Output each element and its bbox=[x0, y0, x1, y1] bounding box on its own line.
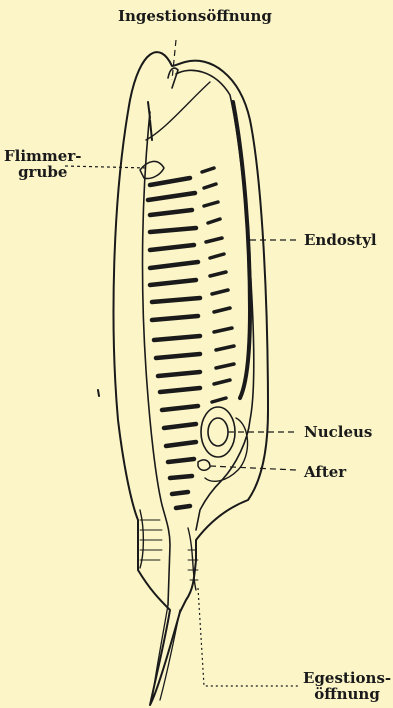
label-nucleus: Nucleus bbox=[304, 424, 372, 440]
gill-slit bbox=[164, 424, 196, 428]
gill-slit bbox=[206, 238, 222, 242]
flimmergrube-shape bbox=[140, 161, 164, 178]
gill-slit bbox=[202, 168, 214, 172]
gill-slit bbox=[216, 346, 234, 350]
label-egestion-line2: öffnung bbox=[303, 686, 391, 702]
gill-slit bbox=[172, 492, 188, 494]
label-ingestionsoeffnung: Ingestionsöffnung bbox=[118, 8, 272, 24]
label-flimmergrube: Flimmer- grube bbox=[4, 148, 81, 180]
gill-slit bbox=[152, 298, 200, 302]
gill-slit bbox=[162, 406, 198, 410]
gill-slit bbox=[204, 184, 216, 188]
gill-slit bbox=[212, 290, 228, 294]
gill-slit bbox=[156, 354, 200, 358]
gill-slit bbox=[150, 178, 190, 185]
egestion-leader bbox=[198, 588, 300, 686]
gill-slit bbox=[160, 388, 200, 392]
gill-slit bbox=[214, 380, 230, 384]
label-egestionsoeffnung: Egestions- öffnung bbox=[303, 670, 391, 702]
gill-slit bbox=[210, 272, 226, 276]
gill-slit bbox=[176, 506, 190, 508]
gill-slit bbox=[170, 476, 192, 478]
gill-slit bbox=[150, 280, 196, 285]
label-flimmergrube-line1: Flimmer- bbox=[4, 148, 81, 164]
label-flimmergrube-line2: grube bbox=[4, 164, 81, 180]
label-after: After bbox=[304, 464, 346, 480]
gill-slit bbox=[204, 202, 218, 206]
after-shape bbox=[198, 460, 210, 470]
branchial-top bbox=[146, 82, 210, 140]
gill-slit bbox=[168, 459, 194, 462]
gill-slit bbox=[150, 245, 194, 250]
gill-slit bbox=[216, 364, 234, 368]
gill-slit bbox=[214, 328, 232, 332]
after-leader bbox=[210, 466, 296, 470]
endostyl-line bbox=[233, 102, 250, 398]
nucleus-inner bbox=[208, 418, 228, 446]
gill-slit bbox=[210, 254, 224, 258]
gill-slit bbox=[150, 228, 196, 232]
label-egestion-line1: Egestions- bbox=[303, 670, 391, 686]
gill-slit bbox=[208, 219, 220, 223]
gill-slit bbox=[152, 316, 198, 320]
label-endostyl: Endostyl bbox=[304, 232, 377, 248]
gill-slit bbox=[212, 398, 226, 402]
left-marks bbox=[98, 102, 152, 396]
gill-slit bbox=[148, 193, 195, 200]
stalk bbox=[152, 605, 180, 700]
gill-slit bbox=[154, 336, 200, 340]
gill-slit bbox=[166, 442, 196, 446]
gill-slit bbox=[150, 210, 192, 215]
gill-slit bbox=[150, 262, 198, 268]
gill-slit bbox=[158, 372, 200, 376]
gill-slit bbox=[214, 308, 230, 312]
